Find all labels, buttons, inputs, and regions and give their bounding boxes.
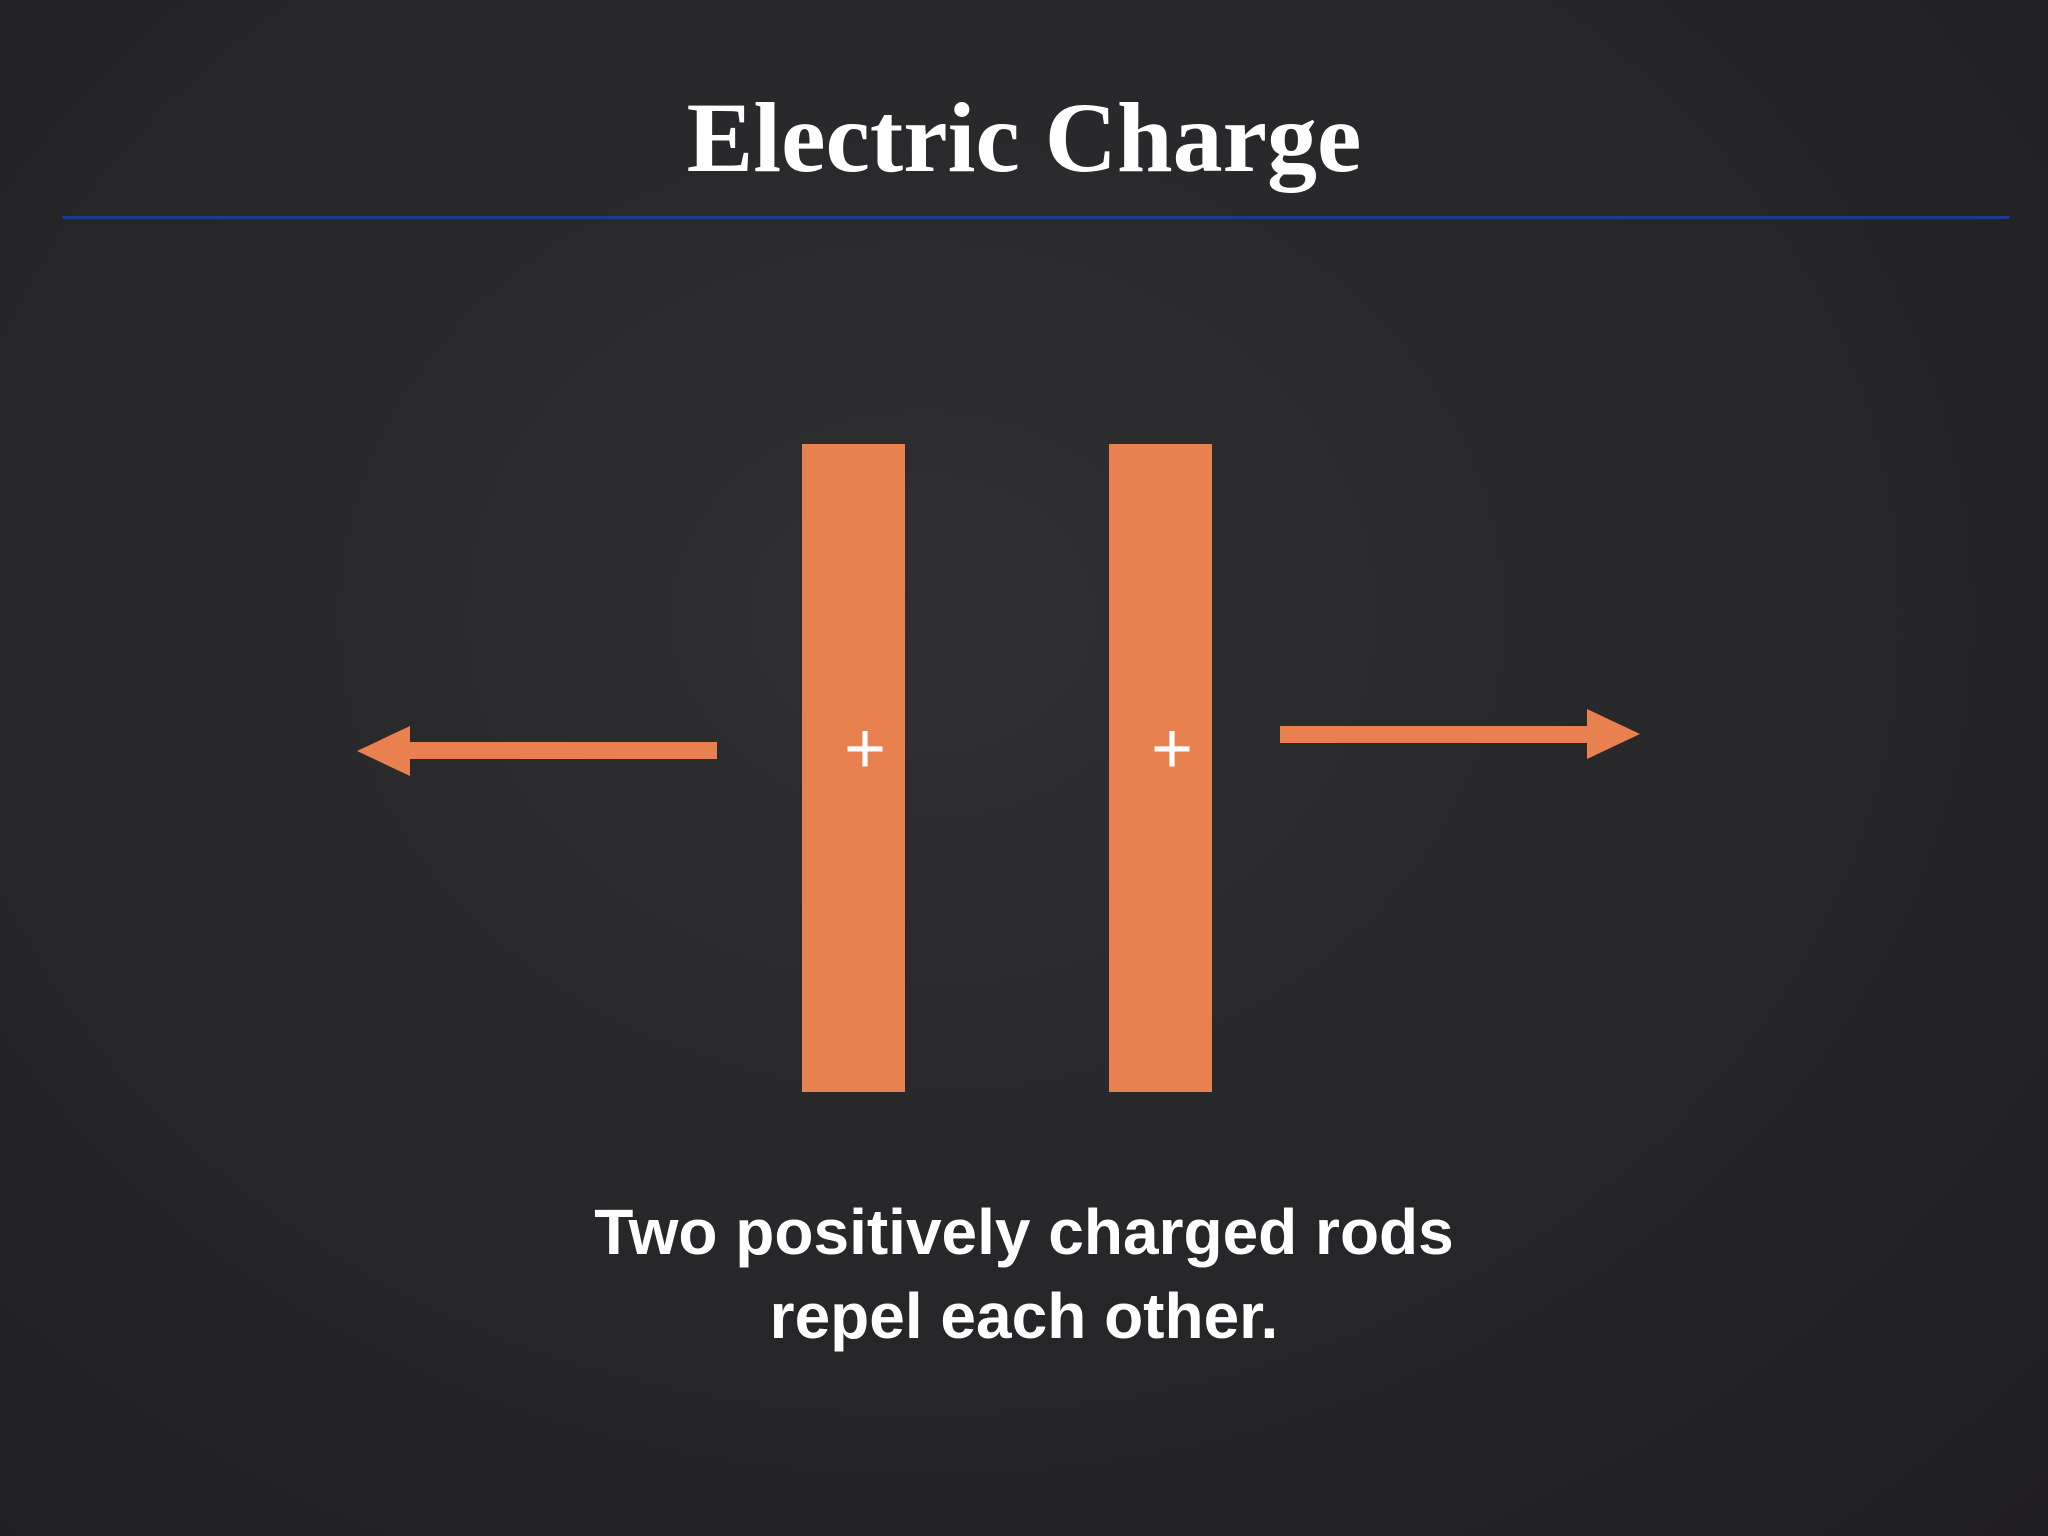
caption-line-2: repel each other. (769, 1280, 1279, 1352)
arrow-right-icon (1280, 709, 1640, 759)
caption-line-1: Two positively charged rods (594, 1196, 1454, 1268)
slide-caption: Two positively charged rods repel each o… (0, 1190, 2048, 1358)
arrow-left-icon (357, 726, 717, 776)
rod-right: + (1109, 444, 1212, 1092)
rod-left: + (802, 444, 905, 1092)
rod-right-charge-label: + (1151, 709, 1193, 789)
rod-left-charge-label: + (844, 709, 886, 789)
title-divider (62, 216, 2010, 219)
slide-title: Electric Charge (686, 82, 1362, 193)
